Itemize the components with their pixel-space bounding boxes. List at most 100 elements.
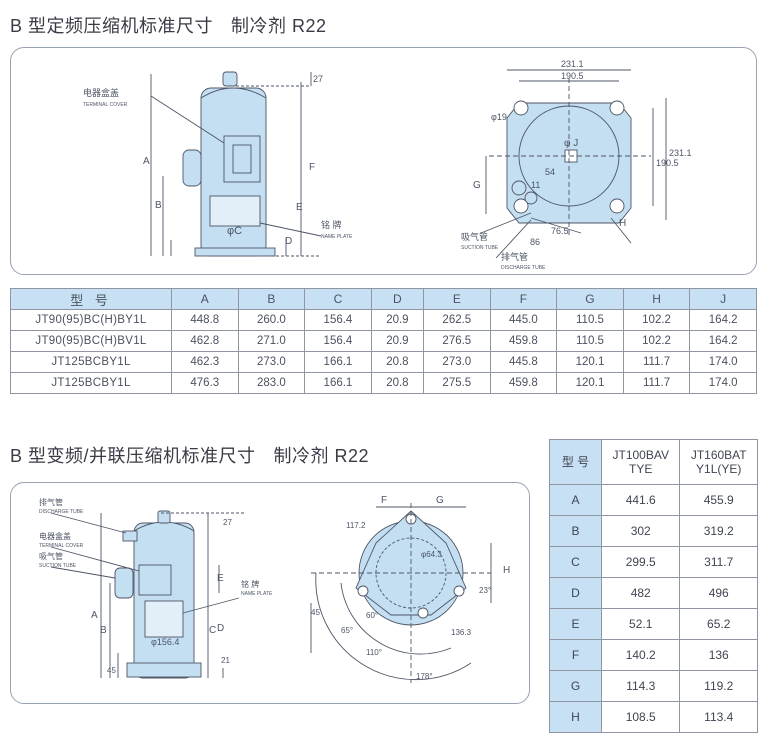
suction-tube [182, 149, 202, 187]
dim-27: 27 [313, 74, 323, 84]
dim-inv-178deg: 178° [416, 672, 433, 681]
dim-G: G [473, 180, 481, 191]
col-header-e: E [423, 288, 491, 310]
label-discharge-cn: 排气管 [501, 251, 528, 262]
right-col-header-model: 型 号 [549, 439, 602, 485]
section1-refrigerant: 制冷剂 R22 [231, 16, 327, 36]
label-inv-suction-en: SUCTION TUBE [39, 563, 77, 569]
dim-inv-B: B [100, 625, 107, 636]
right-cell-jt160: 65.2 [679, 608, 758, 640]
inverter-nameplate-box [144, 600, 184, 638]
section1-title: B 型定频压缩机标准尺寸制冷剂 R22 [10, 12, 327, 38]
cell-c: 156.4 [304, 309, 372, 331]
cell-e: 275.5 [423, 372, 491, 394]
cell-b: 260.0 [237, 309, 306, 331]
table-row: JT90(95)BC(H)BV1L 462.8 271.0 156.4 20.9… [10, 330, 757, 352]
dim-11: 11 [531, 180, 540, 190]
right-cell-jt160: 496 [679, 577, 758, 609]
cell-j: 164.2 [689, 309, 757, 331]
cell-model: JT125BCBY1L [10, 351, 172, 373]
right-table-header-row: 型 号 JT100BAV TYE JT160BAT Y1L(YE) [549, 439, 758, 485]
cell-h: 111.7 [622, 351, 691, 373]
dim-inv-136-3: 136.3 [451, 628, 472, 637]
dim-inv-117-2: 117.2 [346, 521, 366, 530]
dim-phi19: φ19 [491, 112, 507, 122]
right-cell-jt100: 441.6 [600, 484, 681, 516]
dim-E: E [296, 202, 303, 213]
cell-h: 102.2 [622, 330, 691, 352]
cell-model: JT125BCBY1L [10, 372, 172, 394]
label-inv-terminal-cover-cn: 电器盒盖 [39, 531, 71, 541]
table-row: JT90(95)BC(H)BY1L 448.8 260.0 156.4 20.9… [10, 309, 757, 331]
right-cell-jt100: 299.5 [600, 546, 681, 578]
section2-refrigerant: 制冷剂 R22 [273, 446, 370, 466]
right-col-header-jt100-line2: TYE [629, 462, 653, 476]
cell-model: JT90(95)BC(H)BY1L [10, 309, 172, 331]
cell-e: 276.5 [423, 330, 491, 352]
cell-f: 459.8 [489, 330, 558, 352]
right-cell-jt100: 140.2 [600, 639, 681, 671]
cell-d: 20.8 [370, 372, 425, 394]
table-row: JT125BCBY1L 462.3 273.0 166.1 20.8 273.0… [10, 351, 757, 373]
cell-f: 445.8 [489, 351, 558, 373]
col-header-f: F [489, 288, 558, 310]
dim-54: 54 [545, 167, 555, 177]
right-cell-jt100: 302 [600, 515, 681, 547]
dim-inv-65deg: 65° [341, 626, 353, 635]
dim-inv-21: 21 [221, 656, 230, 665]
dim-B: B [155, 200, 162, 211]
right-col-header-jt100-line1: JT100BAV [612, 448, 669, 462]
col-header-j: J [689, 288, 757, 310]
inverter-discharge-tube [122, 530, 138, 542]
right-cell-jt160: 136 [679, 639, 758, 671]
right-cell-jt160: 113.4 [679, 701, 758, 733]
right-cell-label: G [549, 670, 602, 702]
dim-inv-60deg: 60° [366, 611, 378, 620]
dim-inv-E: E [217, 573, 224, 584]
cell-j: 174.0 [689, 351, 757, 373]
right-cell-jt100: 482 [600, 577, 681, 609]
cell-a: 476.3 [171, 372, 239, 394]
cell-d: 20.8 [370, 351, 425, 373]
dim-F: F [309, 162, 315, 173]
inverter-terminal-cover [138, 564, 172, 596]
cell-a: 448.8 [171, 309, 239, 331]
dim-inv-D: D [217, 623, 224, 634]
dim-inv-45-top: 45 [311, 608, 320, 617]
col-header-c: C [304, 288, 372, 310]
dim-190-5-vertical: 190.5 [656, 158, 679, 168]
label-nameplate-cn: 铭 牌 [321, 219, 342, 230]
table-header-row: 型 号 A B C D E F G H J [10, 288, 757, 310]
cell-f: 459.8 [489, 372, 558, 394]
cell-g: 110.5 [556, 330, 624, 352]
dim-231-1-vertical: 231.1 [669, 148, 692, 158]
section1-title-text: B 型定频压缩机标准尺寸 [10, 16, 214, 36]
label-inv-discharge-cn: 排气管 [39, 497, 63, 507]
label-inv-nameplate-cn: 铭 牌 [241, 579, 259, 589]
label-inv-suction-cn: 吸气管 [39, 551, 63, 561]
cell-a: 462.3 [171, 351, 239, 373]
label-terminal-cover-cn: 电器盒盖 [83, 87, 119, 98]
right-cell-jt160: 311.7 [679, 546, 758, 578]
right-col-header-jt100: JT100BAV TYE [600, 439, 681, 485]
dim-D: D [285, 236, 292, 247]
cell-j: 174.0 [689, 372, 757, 394]
inverter-drawing: 排气管 DISCHARGE TUBE 电器盒盖 TERMINAL COVER 吸… [39, 495, 510, 683]
col-header-d: D [370, 288, 425, 310]
col-header-a: A [171, 288, 239, 310]
label-discharge-en: DISCHARGE TUBE [501, 265, 546, 271]
dim-inv-110deg: 110° [366, 648, 382, 657]
cell-g: 120.1 [556, 372, 624, 394]
right-cell-jt100: 52.1 [600, 608, 681, 640]
dim-76-5: 76.5 [551, 226, 569, 236]
nameplate-box [209, 195, 261, 227]
right-cell-label: H [549, 701, 602, 733]
label-suction-en: SUCTION TUBE [461, 245, 499, 251]
right-cell-label: F [549, 639, 602, 671]
col-header-h: H [622, 288, 691, 310]
